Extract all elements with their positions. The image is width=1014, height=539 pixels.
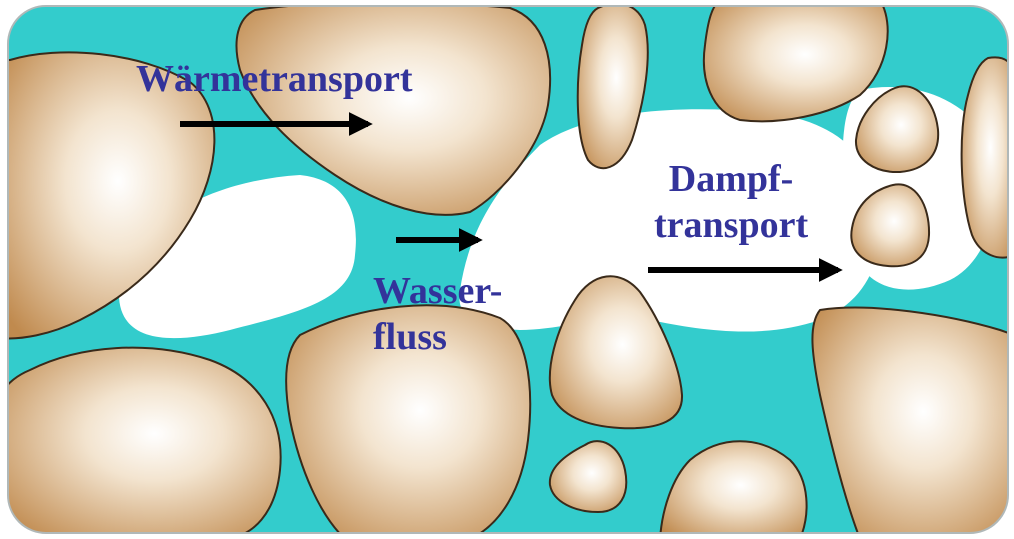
heat-transport-text: Wärmetransport: [136, 58, 412, 100]
heat-transport-label: Wärmetransport: [136, 56, 412, 102]
vapor-transport-text-line1: Dampf-: [654, 156, 808, 202]
water-flow-text-line1: Wasser-: [373, 268, 502, 314]
grain-bottom-left: [0, 348, 281, 539]
grain-right-edge: [962, 57, 1014, 257]
vapor-transport-label: Dampf- transport: [654, 156, 808, 248]
vapor-transport-text-line2: transport: [654, 202, 808, 248]
water-flow-text-line2: fluss: [373, 314, 502, 360]
water-flow-label: Wasser- fluss: [373, 268, 502, 360]
